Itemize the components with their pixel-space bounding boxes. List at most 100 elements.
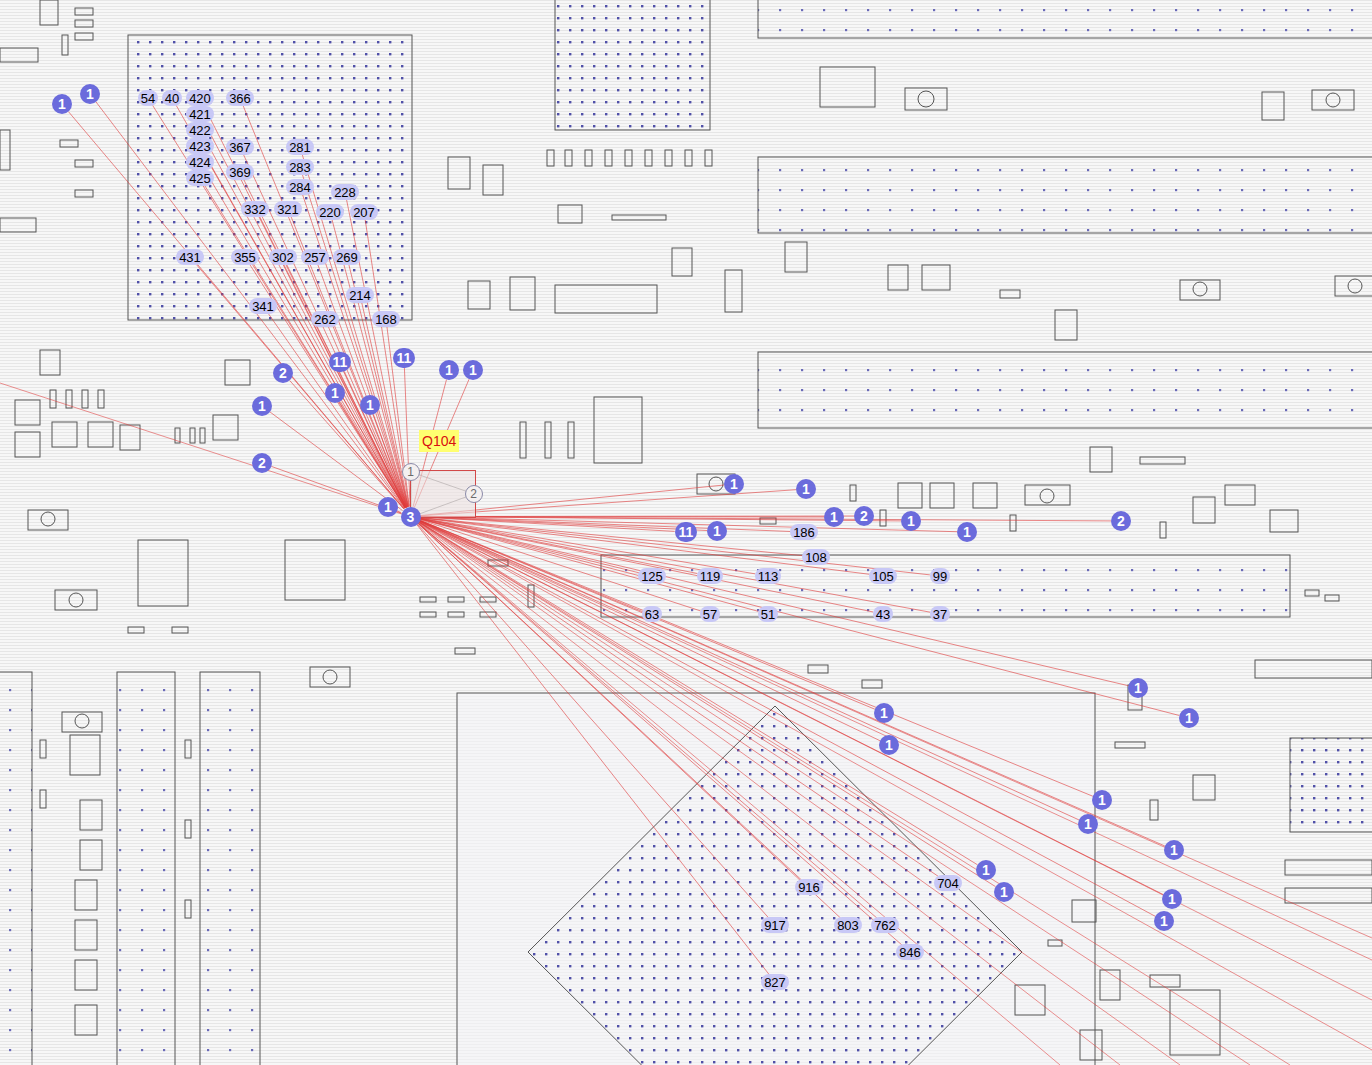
connection-marker: 2 bbox=[1111, 511, 1131, 531]
marker-number: 341 bbox=[252, 300, 274, 313]
smd-component bbox=[1055, 310, 1077, 340]
smd-component bbox=[1010, 515, 1016, 531]
through-hole-part bbox=[1040, 489, 1054, 503]
marker-number: 369 bbox=[229, 166, 251, 179]
connector-slot bbox=[0, 672, 32, 1065]
marker-number: 168 bbox=[375, 313, 397, 326]
smd-component bbox=[75, 920, 97, 950]
smd-component bbox=[120, 425, 140, 450]
pad-number-marker: 262 bbox=[311, 311, 339, 327]
marker-number: 1 bbox=[1185, 711, 1193, 725]
marker-number: 119 bbox=[700, 570, 721, 583]
ratsnest-line bbox=[244, 180, 406, 508]
marker-number: 99 bbox=[933, 570, 947, 583]
pad-number-marker: 108 bbox=[802, 549, 830, 565]
connection-marker: 1 bbox=[957, 522, 977, 542]
ratsnest-line bbox=[419, 522, 977, 865]
through-hole-part bbox=[310, 667, 350, 687]
smd-component bbox=[785, 242, 807, 272]
connection-marker: 2 bbox=[252, 453, 272, 473]
pad-number-marker: 341 bbox=[249, 298, 277, 314]
connection-marker: 1 bbox=[325, 383, 345, 403]
through-hole-part bbox=[1335, 276, 1372, 296]
pad-number-marker: 113 bbox=[755, 568, 782, 584]
pad-number-marker: 186 bbox=[790, 524, 818, 540]
pad-number-marker: 846 bbox=[896, 944, 924, 960]
smd-component bbox=[0, 130, 10, 170]
connection-marker: 3 bbox=[401, 507, 421, 527]
smd-component bbox=[448, 157, 470, 189]
smd-component bbox=[973, 483, 997, 508]
smd-component bbox=[448, 612, 464, 617]
ratsnest-line bbox=[270, 412, 402, 511]
pad-number-marker: 40 bbox=[162, 90, 182, 106]
smd-component bbox=[80, 800, 102, 830]
smd-component bbox=[15, 400, 40, 425]
ratsnest-line bbox=[418, 523, 902, 945]
connection-marker: 1 bbox=[874, 703, 894, 723]
marker-number: 420 bbox=[189, 92, 211, 105]
ratsnest-line bbox=[204, 154, 405, 508]
ratsnest-line bbox=[419, 521, 1163, 895]
marker-number: 11 bbox=[397, 351, 412, 365]
marker-number: 1 bbox=[469, 363, 477, 377]
smd-component bbox=[898, 483, 922, 508]
connector-slot bbox=[200, 672, 260, 1065]
pad-number-marker: 168 bbox=[372, 311, 400, 327]
connection-marker: 1 bbox=[724, 474, 744, 494]
marker-number: 302 bbox=[272, 251, 294, 264]
connection-marker: 1 bbox=[1162, 889, 1182, 909]
smd-component bbox=[448, 597, 464, 602]
connection-marker: 1 bbox=[824, 507, 844, 527]
pad-number-marker: 420 bbox=[186, 90, 214, 106]
ic-outline bbox=[1290, 738, 1372, 832]
smd-component bbox=[225, 360, 250, 385]
ratsnest-line bbox=[318, 265, 407, 507]
pad-number-marker: 917 bbox=[761, 917, 789, 933]
smd-component bbox=[1170, 990, 1220, 1055]
smd-component bbox=[185, 740, 191, 758]
marker-number: 846 bbox=[899, 946, 921, 959]
marker-number: 1 bbox=[86, 87, 94, 101]
marker-number: 367 bbox=[229, 141, 251, 154]
smd-component bbox=[545, 422, 551, 458]
through-hole-part bbox=[1193, 282, 1207, 296]
pad-number-marker: 423 bbox=[186, 138, 214, 154]
marker-number: 2 bbox=[258, 456, 266, 470]
connection-marker: 1 bbox=[1154, 911, 1174, 931]
pad-number-marker: 425 bbox=[186, 170, 214, 186]
smd-component bbox=[82, 390, 88, 408]
smd-component bbox=[185, 820, 191, 838]
marker-number: 11 bbox=[679, 525, 694, 539]
through-hole-part bbox=[709, 477, 723, 491]
pad-number-marker: 803 bbox=[834, 917, 862, 933]
marker-number: 431 bbox=[179, 251, 201, 264]
marker-number: 113 bbox=[758, 570, 779, 583]
through-hole-part bbox=[55, 590, 97, 610]
marker-number: 1 bbox=[1170, 843, 1178, 857]
connection-marker: 1 bbox=[1092, 790, 1112, 810]
smd-component bbox=[420, 597, 436, 602]
ratsnest-line bbox=[205, 186, 406, 508]
smd-component bbox=[60, 140, 78, 147]
ratsnest-line-offboard bbox=[411, 517, 1372, 938]
ratsnest-line bbox=[204, 170, 405, 508]
smd-component bbox=[1090, 447, 1112, 472]
smd-component bbox=[138, 540, 188, 606]
connector-slot bbox=[758, 157, 1372, 233]
pad-number-marker: 257 bbox=[301, 249, 329, 265]
marker-number: 1 bbox=[963, 525, 971, 539]
ratsnest-line bbox=[344, 371, 406, 507]
smd-component bbox=[40, 790, 46, 808]
smd-component bbox=[420, 612, 436, 617]
ratsnest-line-offboard bbox=[411, 517, 1372, 1050]
marker-number: 1 bbox=[885, 738, 893, 752]
ratsnest-line bbox=[397, 511, 401, 513]
smd-component bbox=[1080, 1030, 1102, 1060]
ratsnest-line bbox=[96, 102, 404, 509]
smd-component bbox=[40, 350, 60, 375]
pad-number-marker: 214 bbox=[346, 287, 374, 303]
pad-number-marker: 916 bbox=[795, 879, 823, 895]
